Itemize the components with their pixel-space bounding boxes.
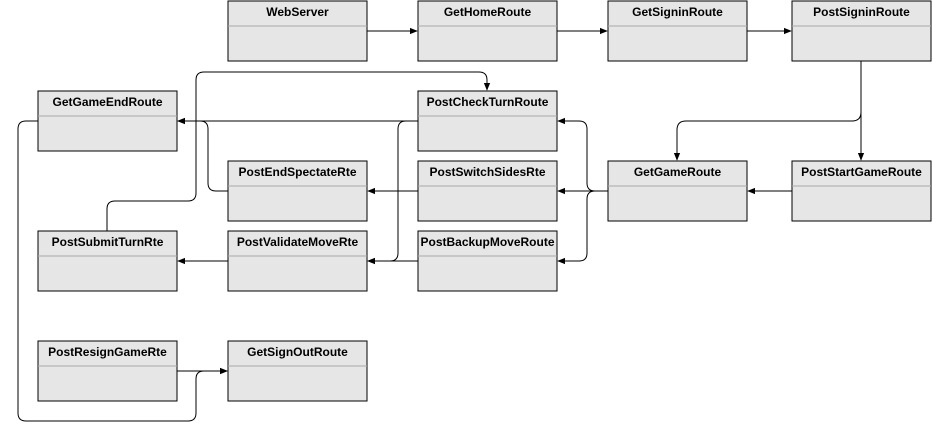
node-get-game-route[interactable]: GetGameRoute [607, 160, 748, 222]
node-post-submit-turn-rte-title: PostSubmitTurnRte [52, 235, 164, 249]
node-post-validate-move-rte-title: PostValidateMoveRte [237, 235, 359, 249]
node-web-server[interactable]: WebServer [227, 0, 368, 62]
edge-get-game-route-to-post-check-turn-route [557, 117, 608, 192]
node-get-signin-route-title: GetSigninRoute [632, 5, 723, 19]
node-get-sign-out-route[interactable]: GetSignOutRoute [227, 340, 368, 402]
node-web-server-title: WebServer [266, 5, 329, 19]
node-post-resign-game-rte-title: PostResignGameRte [48, 345, 167, 359]
node-post-check-turn-route-title: PostCheckTurnRoute [427, 95, 549, 109]
node-post-end-spectate-rte-title: PostEndSpectateRte [238, 165, 356, 179]
node-post-resign-game-rte[interactable]: PostResignGameRte [37, 340, 178, 402]
node-post-backup-move-route-title: PostBackupMoveRoute [420, 235, 554, 249]
node-post-validate-move-rte[interactable]: PostValidateMoveRte [227, 230, 368, 292]
node-post-signin-route-title: PostSigninRoute [813, 5, 910, 19]
node-get-home-route-title: GetHomeRoute [444, 5, 532, 19]
edge-post-submit-turn-rte-to-post-check-turn-route [106, 71, 491, 231]
node-get-game-end-route-title: GetGameEndRoute [52, 95, 162, 109]
node-post-start-game-route[interactable]: PostStartGameRoute [791, 160, 932, 222]
node-post-end-spectate-rte[interactable]: PostEndSpectateRte [227, 160, 368, 222]
node-post-check-turn-route[interactable]: PostCheckTurnRoute [417, 90, 558, 152]
node-post-switch-sides-rte[interactable]: PostSwitchSidesRte [417, 160, 558, 222]
node-get-game-end-route[interactable]: GetGameEndRoute [37, 90, 178, 152]
edge-post-end-spectate-rte-to-get-game-end-route [177, 117, 228, 192]
edge-get-game-end-route-to-get-sign-out-route [17, 120, 228, 422]
node-post-backup-move-route[interactable]: PostBackupMoveRoute [417, 230, 558, 292]
edges-layer [17, 27, 865, 422]
node-get-signin-route[interactable]: GetSigninRoute [607, 0, 748, 62]
node-get-game-route-title: GetGameRoute [634, 165, 722, 179]
node-get-home-route[interactable]: GetHomeRoute [417, 0, 558, 62]
node-post-signin-route[interactable]: PostSigninRoute [791, 0, 932, 62]
node-post-submit-turn-rte[interactable]: PostSubmitTurnRte [37, 230, 178, 292]
node-post-start-game-route-title: PostStartGameRoute [801, 165, 922, 179]
edge-get-game-route-to-post-backup-move-route [557, 190, 608, 265]
edge-post-signin-route-to-get-game-route [673, 61, 862, 161]
node-get-sign-out-route-title: GetSignOutRoute [247, 345, 348, 359]
node-post-switch-sides-rte-title: PostSwitchSidesRte [429, 165, 545, 179]
